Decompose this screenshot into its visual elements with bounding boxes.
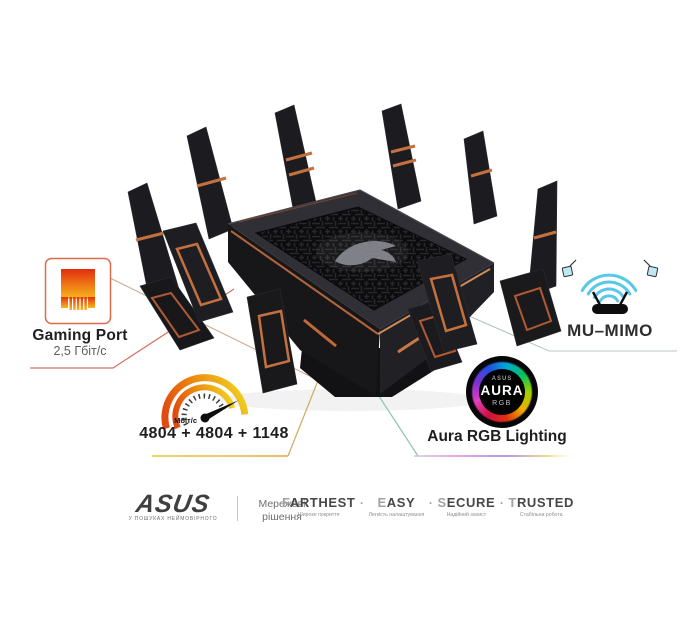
aura-rgb-logo: ASUS AURA RGB (466, 356, 538, 428)
mu-mimo-icon (561, 259, 659, 314)
value-subtitle: Широке покриття (298, 512, 340, 518)
value-subtitle: Легкість налаштування (368, 512, 425, 518)
antenna-accent-stripes (135, 144, 557, 242)
separator-dot: · (428, 496, 433, 510)
value-word: FARTHEST (282, 495, 356, 510)
value-subtitle: Надійний захист (446, 512, 487, 518)
antenna (527, 180, 558, 297)
router-left-face (228, 224, 380, 396)
gaming-port-subtitle: 2,5 Гбіт/с (53, 344, 107, 358)
separator-dot: · (360, 496, 364, 510)
gaming-port-title: Gaming Port (32, 327, 128, 344)
value-subtitle: Стабільна робота (519, 512, 563, 518)
solutions-label: Мережеві рішення (246, 498, 318, 524)
ethernet-port-icon (44, 257, 112, 325)
orange-trim-left (230, 230, 379, 335)
separator-dot: · (499, 496, 504, 510)
asus-logo: ASUS (133, 490, 213, 518)
client-device-icon (643, 259, 659, 278)
front-blade (499, 268, 562, 347)
gauge-unit-label: Мбіт/с (174, 416, 197, 425)
router-silhouette-icon (592, 304, 628, 314)
value-word: SECURE (437, 495, 496, 510)
client-device-icon (561, 259, 577, 278)
aura-logo-center: ASUS AURA RGB (479, 369, 525, 415)
value-farthest: FARTHEST Широке покриття (282, 496, 355, 518)
rog-eye-icon (335, 241, 396, 266)
aura-logo-word: AURA (480, 383, 524, 399)
aura-logo-brand: ASUS (491, 376, 513, 383)
antenna (463, 130, 498, 225)
router-shadow (218, 389, 482, 411)
antenna (381, 103, 422, 210)
brand-values-row: FARTHEST Широке покриття · EASY Легкість… (282, 496, 574, 518)
mumimo-label: MU–MIMO (567, 321, 653, 340)
speed-total-label: 4804 + 4804 + 1148 (139, 425, 289, 442)
speedometer-icon: Мбіт/с (161, 374, 249, 430)
value-easy: EASY Легкість налаштування (369, 496, 425, 518)
value-trusted: TRUSTED Стабільна робота (508, 496, 574, 518)
speed-pointer-line (287, 367, 324, 457)
footer-divider (237, 496, 238, 521)
router-front-blades (139, 222, 562, 394)
solutions-line2: рішення (262, 511, 302, 524)
wifi-arcs-icon (580, 273, 638, 303)
value-word: EASY (377, 495, 416, 510)
aura-lighting-label: Aura RGB Lighting (427, 428, 567, 445)
aura-logo-sub: RGB (492, 399, 512, 407)
solutions-line1: Мережеві (258, 498, 306, 510)
value-word: TRUSTED (508, 495, 574, 510)
value-secure: SECURE Надійний захист (437, 496, 495, 518)
asus-tagline: У ПОШУКАХ НЕЙМОВІРНОГО (128, 516, 218, 522)
